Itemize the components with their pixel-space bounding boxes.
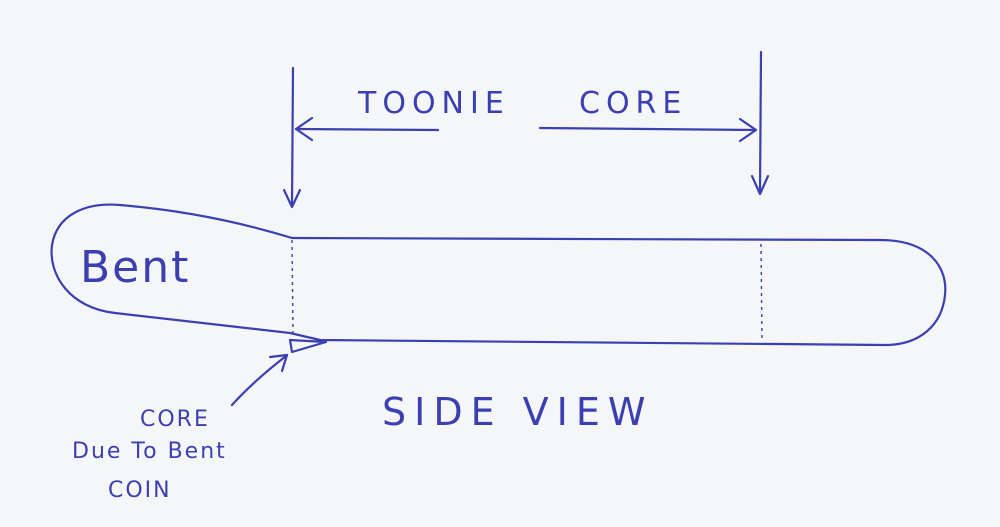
right-extension-line [750, 50, 770, 196]
coin-body-outline [50, 203, 947, 347]
view-title: SIDE VIEW [382, 390, 653, 434]
core-notch [288, 338, 328, 354]
note-line-due-to-bent: Due To Bent [72, 439, 227, 464]
note-line-coin: COIN [108, 478, 172, 503]
note-line-core: CORE [140, 407, 210, 432]
dimension-line [294, 116, 758, 143]
dimension-label-core: CORE [579, 86, 687, 121]
bent-end-label: Bent [80, 242, 190, 293]
core-boundary-left [291, 239, 294, 334]
left-extension-line [282, 66, 302, 209]
pointer-arrow [230, 353, 289, 407]
core-boundary-right [760, 243, 763, 343]
dimension-label-toonie: TOONIE [357, 86, 510, 121]
